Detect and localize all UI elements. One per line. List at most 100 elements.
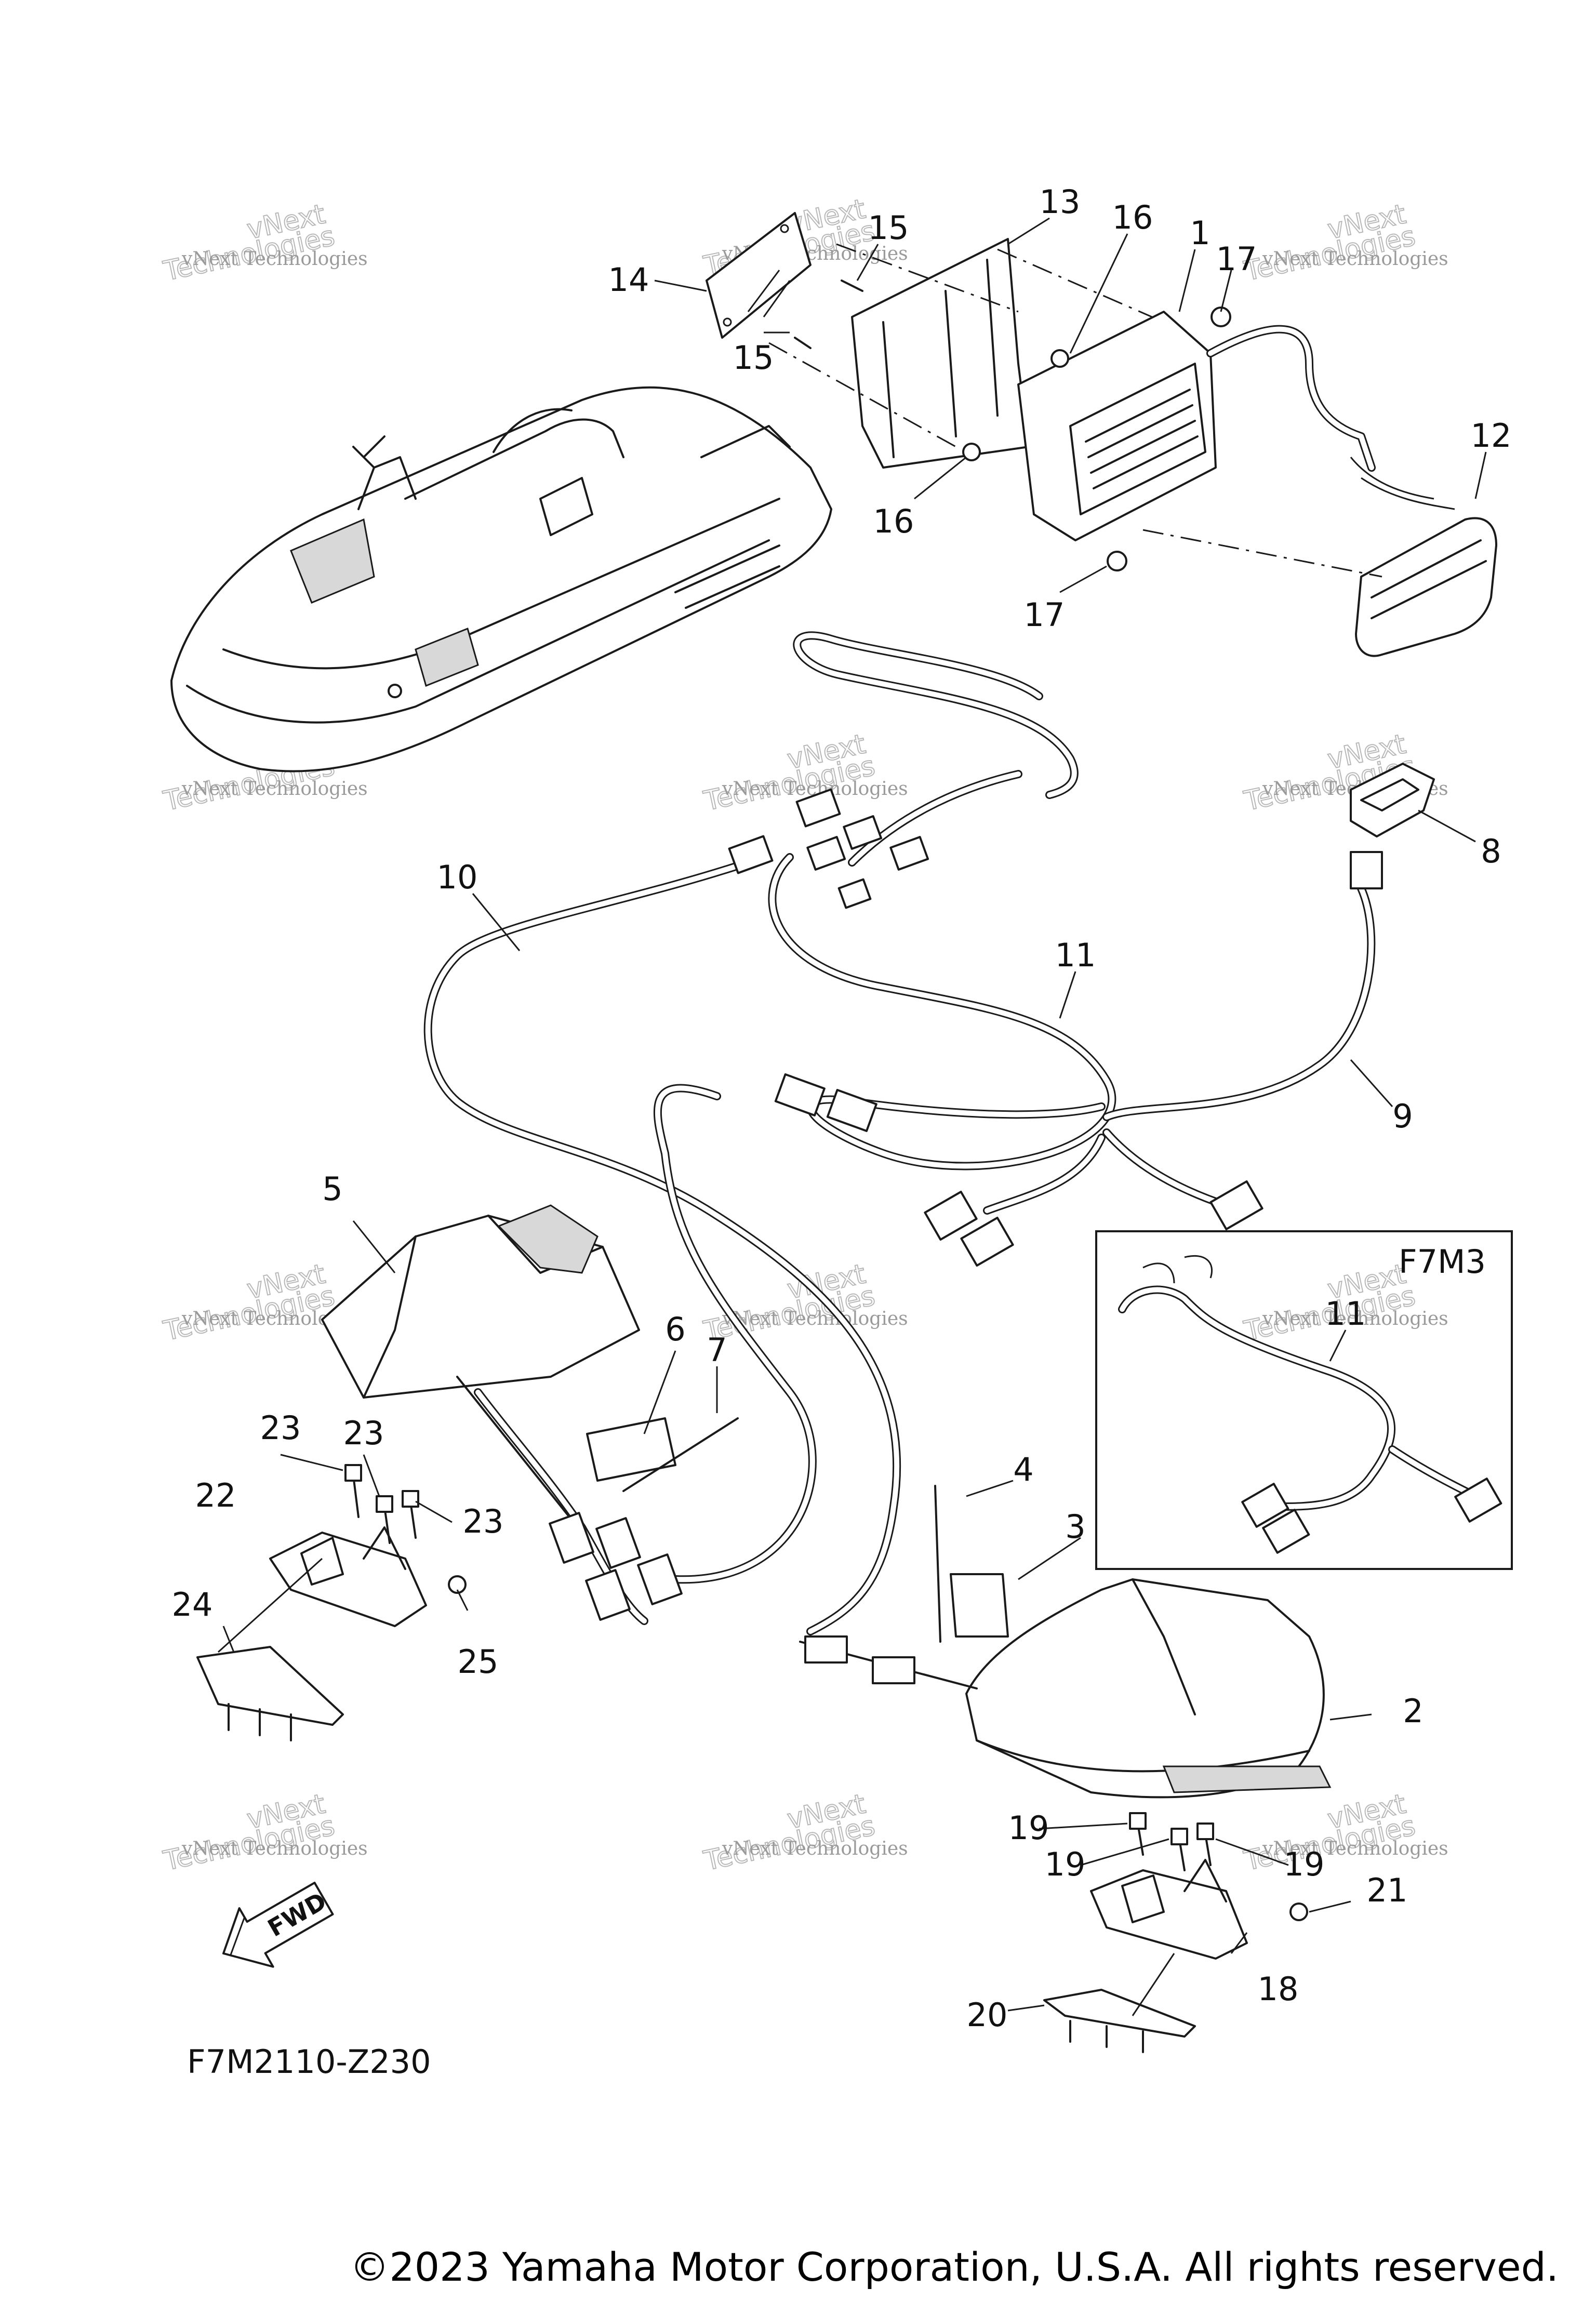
callout-5: 5	[322, 1170, 342, 1208]
nut-17-upper	[1211, 307, 1231, 327]
connector	[806, 836, 846, 871]
inset-label: F7M3	[1399, 1243, 1486, 1281]
watermark: vNext Technologies vNext Technologies	[160, 198, 368, 287]
strap-7	[622, 1417, 739, 1492]
plate-14	[706, 212, 812, 339]
watermark: vNext Technologies vNext Technologies	[1241, 1788, 1448, 1877]
meter-2	[799, 1485, 1332, 1799]
harness-9	[1102, 884, 1376, 1121]
callout-inset-11: 11	[1325, 1295, 1366, 1333]
component-12	[1355, 517, 1497, 657]
connector	[795, 788, 841, 828]
label-3	[950, 1573, 1009, 1638]
nut-16-lower	[962, 443, 981, 461]
leader-lines	[222, 217, 1487, 2012]
watercraft-illustration	[170, 386, 832, 773]
fwd-arrow-icon: FWD	[222, 1882, 334, 1968]
nut-17-lower	[1107, 551, 1127, 571]
plate-24	[196, 1646, 344, 1726]
bracket-22-assembly	[196, 1464, 467, 1741]
callout-20: 20	[967, 1996, 1008, 2034]
callouts: 1 2 3 4 5 6 7 8 9 10 11 12 13 14 15 15 1…	[172, 183, 1512, 2034]
callout-11: 11	[1055, 936, 1096, 974]
callout-21: 21	[1367, 1871, 1408, 1909]
connector	[1241, 1483, 1289, 1528]
connector	[924, 1191, 978, 1241]
callout-17a: 17	[1216, 240, 1257, 278]
callout-23a: 23	[260, 1409, 301, 1447]
callout-1: 1	[1190, 214, 1210, 252]
callout-7: 7	[707, 1331, 727, 1369]
copyright-notice: ©2023 Yamaha Motor Corporation, U.S.A. A…	[350, 2244, 1559, 2290]
connector	[1454, 1478, 1502, 1523]
svg-text:vNext Technologies: vNext Technologies	[1262, 1308, 1448, 1329]
plate-20	[1043, 1989, 1196, 2038]
callout-15a: 15	[868, 209, 909, 247]
svg-text:vNext Technologies: vNext Technologies	[1262, 1838, 1448, 1859]
bracket-18-assembly	[1043, 1812, 1308, 2053]
connector	[1209, 1180, 1264, 1230]
connector	[637, 1553, 683, 1605]
connector	[728, 835, 774, 874]
screw-23	[352, 1474, 360, 1518]
callout-6: 6	[665, 1310, 685, 1348]
callout-12: 12	[1471, 417, 1512, 455]
watermark: vNext Technologies vNext Technologies	[160, 1788, 368, 1877]
watermark: vNext Technologies vNext Technologies	[1241, 198, 1448, 287]
connector	[889, 836, 929, 871]
inset-f7m3: F7M3 11	[1095, 1230, 1513, 1570]
callout-22: 22	[195, 1476, 236, 1514]
switch-8	[1350, 763, 1435, 837]
ecu-assembly	[706, 212, 1497, 657]
strap-4	[934, 1485, 941, 1643]
connector	[595, 1517, 641, 1569]
connector	[804, 1635, 848, 1664]
connector	[872, 1656, 915, 1684]
watermark: vNext Technologies vNext Technologies	[700, 1258, 908, 1347]
callout-4: 4	[1013, 1451, 1033, 1488]
svg-text:vNext Technologies: vNext Technologies	[181, 248, 368, 270]
callout-18: 18	[1258, 1970, 1299, 2008]
screw-25	[448, 1575, 467, 1594]
svg-text:vNext Technologies: vNext Technologies	[181, 778, 368, 800]
callout-24: 24	[172, 1586, 213, 1624]
callout-2: 2	[1403, 1692, 1423, 1730]
connector	[826, 1088, 877, 1132]
svg-text:vNext Technologies: vNext Technologies	[722, 1308, 908, 1329]
callout-16a: 16	[1112, 198, 1153, 236]
callout-19c: 19	[1284, 1845, 1325, 1883]
watermark: vNext Technologies vNext Technologies	[700, 1788, 908, 1877]
callout-17b: 17	[1024, 596, 1065, 634]
wire-harness	[423, 631, 1435, 1635]
meter-5	[321, 1204, 683, 1625]
callout-15b: 15	[733, 339, 774, 377]
connector	[1350, 851, 1383, 889]
screw-21	[1289, 1902, 1308, 1921]
figure-code: F7M2110-Z230	[187, 2043, 431, 2081]
svg-text:vNext Technologies: vNext Technologies	[181, 1838, 368, 1859]
callout-25: 25	[458, 1643, 499, 1681]
callout-14: 14	[608, 261, 649, 299]
nut-16-upper	[1050, 349, 1069, 368]
harness-11	[768, 853, 1116, 1170]
callout-23b: 23	[343, 1414, 384, 1452]
callout-16b: 16	[873, 502, 914, 540]
callout-13: 13	[1040, 183, 1081, 221]
svg-text:vNext Technologies: vNext Technologies	[1262, 248, 1448, 270]
label-6	[586, 1417, 676, 1482]
connector	[1262, 1509, 1310, 1554]
bracket-13	[851, 238, 1030, 469]
callout-10: 10	[437, 858, 478, 896]
connector	[774, 1073, 826, 1116]
connector	[960, 1217, 1014, 1267]
connector	[843, 815, 883, 850]
callout-19b: 19	[1045, 1845, 1086, 1883]
connector	[585, 1569, 631, 1621]
callout-8: 8	[1481, 832, 1501, 870]
callout-3: 3	[1065, 1508, 1085, 1546]
callout-23c: 23	[463, 1502, 504, 1540]
svg-text:vNext Technologies: vNext Technologies	[722, 1838, 908, 1859]
callout-19a: 19	[1008, 1809, 1049, 1847]
connector	[549, 1512, 594, 1564]
